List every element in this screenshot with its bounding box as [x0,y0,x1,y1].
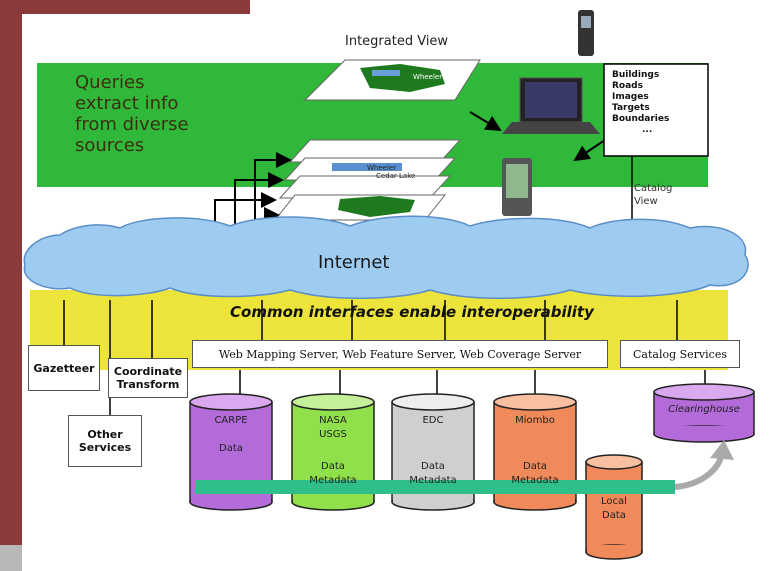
layer-arrows [214,111,606,235]
other-services-box: Other Services [68,415,142,467]
other-services-line-2: Services [78,441,132,454]
laptop-icon [502,77,600,134]
datastore-edc-label: EDC Data Metadata [409,415,457,486]
slide-background-top [0,0,250,14]
layer-label-wheeler-lake: Wheeler Lake [413,73,461,81]
datastore-local-label: Local Data [601,496,627,521]
catalog-list-box [603,63,709,157]
layer-stack [273,139,462,221]
datastore-carpe-label: CARPE Data [214,415,248,454]
coordinate-transform-line-1: Coordinate [113,365,183,378]
queries-text: Queries extract info from diverse source… [75,72,275,156]
coordinate-transform-line-2: Transform [116,378,180,391]
internet-label: Internet [318,252,390,273]
catalog-item-buildings: Buildings [612,70,660,80]
catalog-item-roads: Roads [612,81,643,91]
datastore-local [585,454,643,560]
queries-line-4: sources [75,135,145,156]
queries-line-1: Queries [75,72,145,93]
datastore-nasa-label: NASA USGS Data Metadata [309,415,357,486]
layer-label-cedar-lake: Cedar Lake [376,172,416,180]
queries-line-2: extract info [75,93,179,114]
catalog-item-boundaries: Boundaries [612,114,670,124]
integrated-view-layer [303,59,481,101]
slide-background-bottom-tab [0,545,22,571]
common-interfaces-label: Common interfaces enable interoperabilit… [230,303,594,321]
datastore-miombo-label: Miombo Data Metadata [511,415,559,486]
web-servers-box: Web Mapping Server, Web Feature Server, … [192,340,608,368]
catalog-item-targets: Targets [612,103,650,113]
other-services-line-1: Other [87,428,123,441]
gazetteer-box: Gazetteer [28,345,100,391]
pda-icon [502,158,532,216]
web-servers-label: Web Mapping Server, Web Feature Server, … [218,347,582,361]
catalog-item-images: Images [612,92,649,102]
gazetteer-label: Gazetteer [33,361,95,375]
catalog-services-box: Catalog Services [620,340,740,368]
internet-cloud [23,215,749,299]
layer-label-wheeler: Wheeler [367,164,397,172]
coordinate-transform-box: Coordinate Transform [108,358,188,398]
metadata-bar [195,480,675,494]
cellphone-icon [578,10,594,56]
catalog-services-label: Catalog Services [633,347,727,361]
catalog-list: Buildings Roads Images Targets Boundarie… [612,70,669,136]
integrated-view-title: Integrated View [345,34,449,49]
slide-background-left [0,0,22,571]
catalog-view-label: Catalog View [634,183,673,207]
clearinghouse-label: Clearinghouse [668,404,740,415]
queries-line-3: from diverse [75,114,189,135]
datastore-clearinghouse [653,383,755,443]
catalog-item-ellipsis: ... [642,125,653,135]
